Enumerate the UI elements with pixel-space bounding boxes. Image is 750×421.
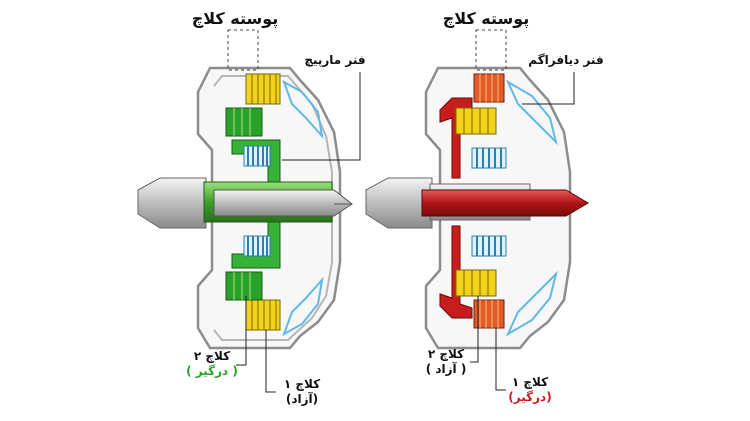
left-inner-shaft [213, 189, 353, 217]
right-coil-spring-bottom [471, 235, 507, 257]
left-spring-label: فنر مارپیچ [304, 53, 365, 67]
left-housing-label: پوسته کلاچ [192, 9, 279, 29]
right-clutch2-label: کلاچ ۲ [428, 347, 464, 361]
right-clutch1-state: (درگیر) [508, 390, 551, 404]
right-friction-red-top [473, 73, 505, 103]
right-friction-plates-top [455, 107, 497, 135]
left-friction-plates-top [245, 73, 281, 105]
right-friction-red-bottom [473, 299, 505, 329]
left-coil-spring-bottom [243, 235, 271, 257]
right-input-shaft [365, 177, 433, 229]
right-blue-outline [505, 79, 558, 146]
right-spring-label: فنر دیافراگم [528, 53, 603, 67]
right-coil-spring-top [471, 147, 507, 169]
right-friction-plates-bottom [455, 269, 497, 297]
left-friction-plates-bottom [245, 299, 281, 331]
right-clutch1-label: کلاچ ۱ [512, 375, 548, 389]
right-inner-shaft [421, 189, 589, 217]
right-red-clutch-top [439, 97, 473, 179]
right-housing-label: پوسته کلاچ [443, 9, 530, 29]
left-blue-outline [282, 79, 324, 140]
left-clutch2-label: کلاچ ۲ [194, 349, 230, 363]
left-clutch1-label: کلاچ ۱ [284, 377, 320, 391]
right-diagram [365, 66, 589, 350]
left-diagram [137, 66, 353, 350]
left-input-shaft [137, 177, 207, 229]
left-clutch2-state: ( درگیر ) [186, 364, 238, 378]
left-clutch1-state: (آزاد) [286, 391, 318, 406]
right-clutch2-state: ( آزاد ) [426, 361, 467, 376]
left-coil-spring-top [243, 145, 271, 167]
